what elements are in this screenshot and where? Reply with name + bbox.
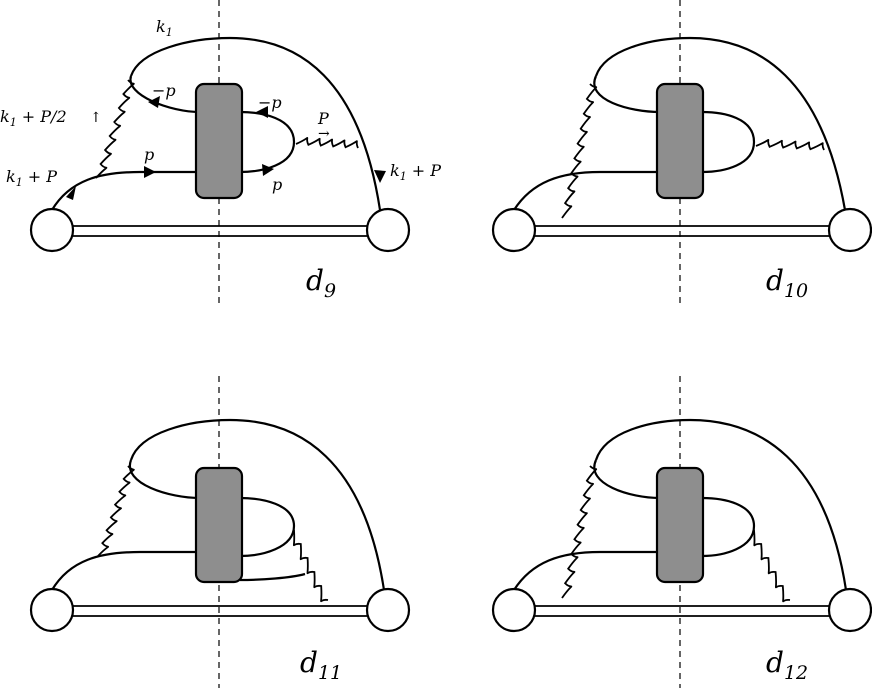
arrow-right-glyph: → <box>318 126 330 142</box>
outer-arc-line <box>594 418 848 591</box>
right-vertex <box>827 207 872 253</box>
interaction-blob <box>655 82 705 200</box>
right-vertex <box>365 587 411 633</box>
diagram-panel-d9: k1 −p −p k1 + P/2 ↑ P → p p k1 + P k1 + … <box>0 0 441 306</box>
right-loop-line <box>701 496 756 558</box>
gluon-left <box>97 465 135 557</box>
diagram-label-d12: d12 <box>766 646 808 684</box>
lower-quark-line <box>513 550 660 591</box>
lower-quark-line <box>513 170 660 211</box>
lower-quark-line <box>51 550 200 591</box>
label-k1-P-right: k1 + P <box>390 161 441 183</box>
label-P: P <box>317 109 329 128</box>
label-k1-top: k1 <box>156 17 173 39</box>
right-loop-line <box>239 496 296 558</box>
gluon-horizontal <box>295 137 359 149</box>
left-vertex <box>29 207 75 253</box>
interaction-blob <box>194 82 244 200</box>
label-k1-P-left: k1 + P <box>6 167 57 189</box>
diagram-label-d11: d11 <box>300 646 342 684</box>
diagram-panel-d10: d10 <box>491 0 872 306</box>
arrow-k1P-left <box>66 186 76 200</box>
diagram-panel-d11: d11 <box>29 376 411 688</box>
arrow-negp-right <box>256 106 268 118</box>
gluon-horizontal <box>755 139 825 151</box>
upper-loop-line <box>128 459 201 500</box>
label-p-right: p <box>272 175 282 194</box>
right-vertex <box>827 587 872 633</box>
lower-quark-line <box>51 170 200 211</box>
diagram-label-d9: d9 <box>306 264 336 302</box>
arrow-k1P-right <box>374 170 386 183</box>
gluon-left <box>561 83 598 219</box>
right-loop-line <box>701 110 756 174</box>
label-negp-right: −p <box>258 93 282 112</box>
lower-right-line <box>239 572 306 582</box>
arrow-p-left <box>144 166 156 178</box>
outer-arc-line <box>129 418 386 591</box>
gluon-left <box>561 465 598 599</box>
gluon-right <box>753 529 791 603</box>
upper-loop-line <box>593 75 661 114</box>
upper-loop-line <box>593 459 661 500</box>
arrow-p-right <box>262 164 274 176</box>
label-negp-left: −p <box>152 81 176 100</box>
right-vertex <box>365 207 411 253</box>
gluon-right <box>292 529 329 603</box>
arrow-negp-left <box>148 96 160 108</box>
left-vertex <box>29 587 75 633</box>
interaction-blob <box>655 466 705 584</box>
outer-arc-line <box>594 36 847 211</box>
label-p-left: p <box>144 145 154 164</box>
left-vertex <box>491 587 537 633</box>
label-k1-half-P: k1 + P/2 <box>0 107 67 129</box>
arrow-up-glyph: ↑ <box>90 110 102 126</box>
left-vertex <box>491 207 537 253</box>
right-loop-line <box>239 110 296 174</box>
interaction-blob <box>194 466 244 584</box>
gluon-left <box>95 79 135 179</box>
outer-arc-line <box>129 36 382 211</box>
diagram-panel-d12: d12 <box>491 376 872 688</box>
diagram-label-d10: d10 <box>766 264 808 302</box>
